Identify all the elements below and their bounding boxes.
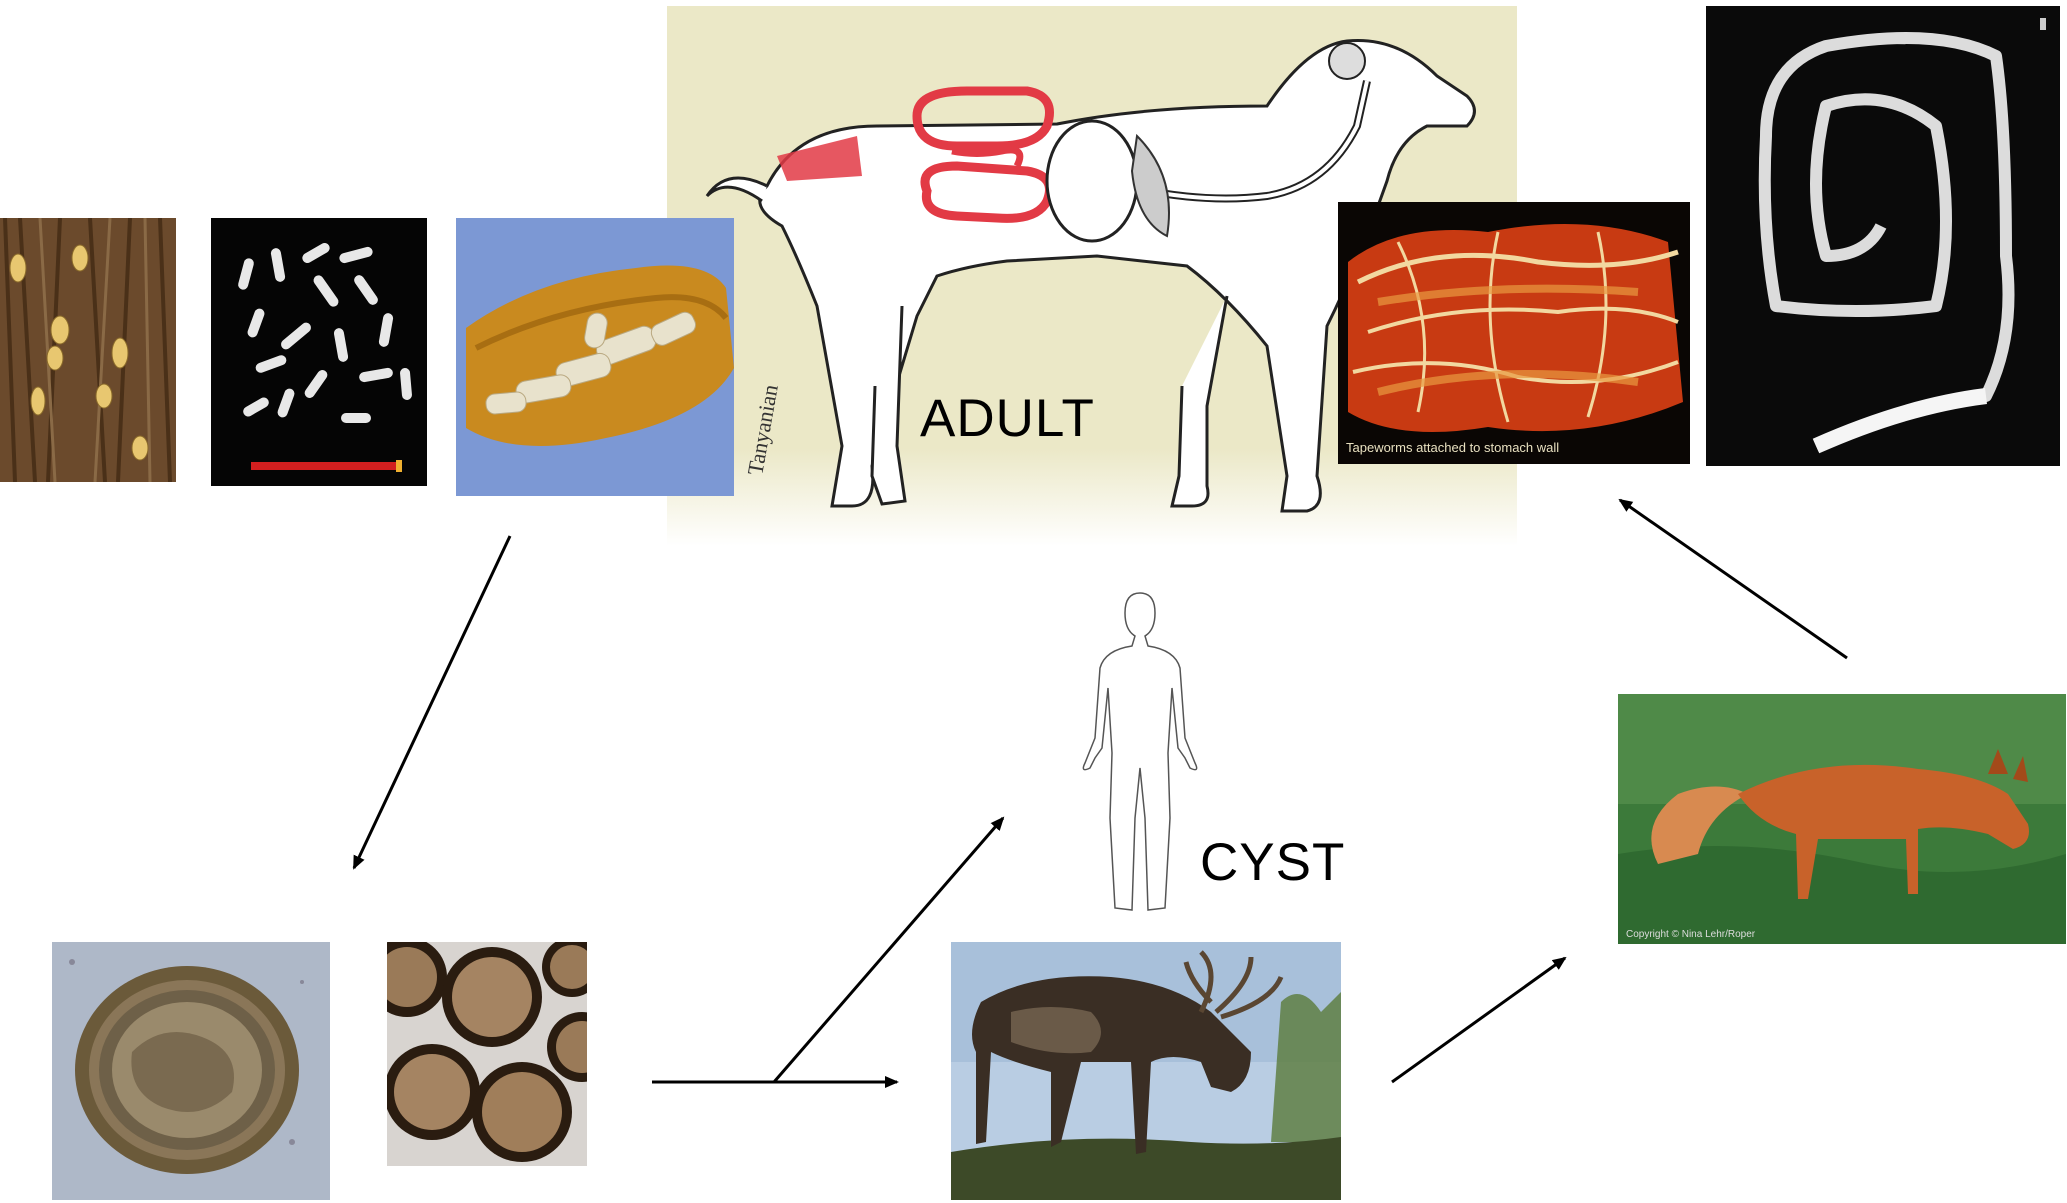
arrow-eggs-to-human [774,818,1003,1082]
arrow-fox-to-adult [1620,500,1847,658]
arrow-reindeer-to-fox [1392,958,1565,1082]
arrow-segments-to-eggs [354,536,510,868]
